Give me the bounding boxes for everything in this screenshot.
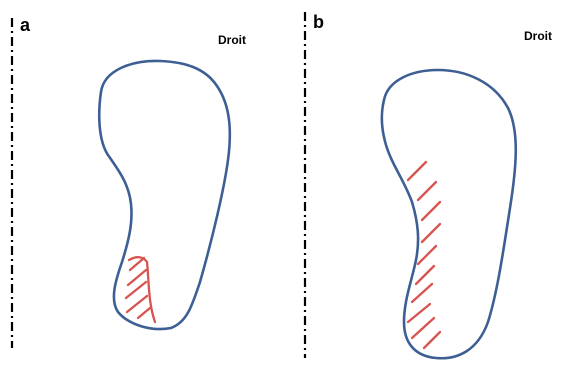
panel-b-hatch-line xyxy=(418,246,436,264)
panel-a-hatch-line xyxy=(138,308,150,318)
panel-b-hatch-line xyxy=(422,224,440,242)
panel-b-hatch-line xyxy=(418,182,436,200)
panel-a-side-label: Droit xyxy=(218,33,246,47)
panel-a-hatch-line xyxy=(127,296,147,312)
panel-b-hatch-line xyxy=(412,284,432,302)
panel-b-hatched-region xyxy=(408,162,440,348)
panel-a-hatch-line xyxy=(130,258,144,270)
panel-b-letter: b xyxy=(313,12,324,32)
panel-b-side-label: Droit xyxy=(524,29,552,43)
panel-b-hatch-line xyxy=(408,162,426,180)
panel-b-hatch-line xyxy=(408,304,430,322)
panel-b-outline xyxy=(382,70,516,358)
panel-b: b Droit xyxy=(305,12,552,358)
panel-a-letter: a xyxy=(20,15,31,35)
panel-b-hatch-line xyxy=(412,318,434,338)
panel-a-outline xyxy=(99,61,230,329)
panel-b-hatch-line xyxy=(422,202,440,220)
panel-a: a Droit xyxy=(12,15,246,348)
panel-a-hatched-region xyxy=(126,257,155,322)
panel-b-hatch-line xyxy=(416,266,434,284)
panel-b-hatch-line xyxy=(424,332,440,348)
